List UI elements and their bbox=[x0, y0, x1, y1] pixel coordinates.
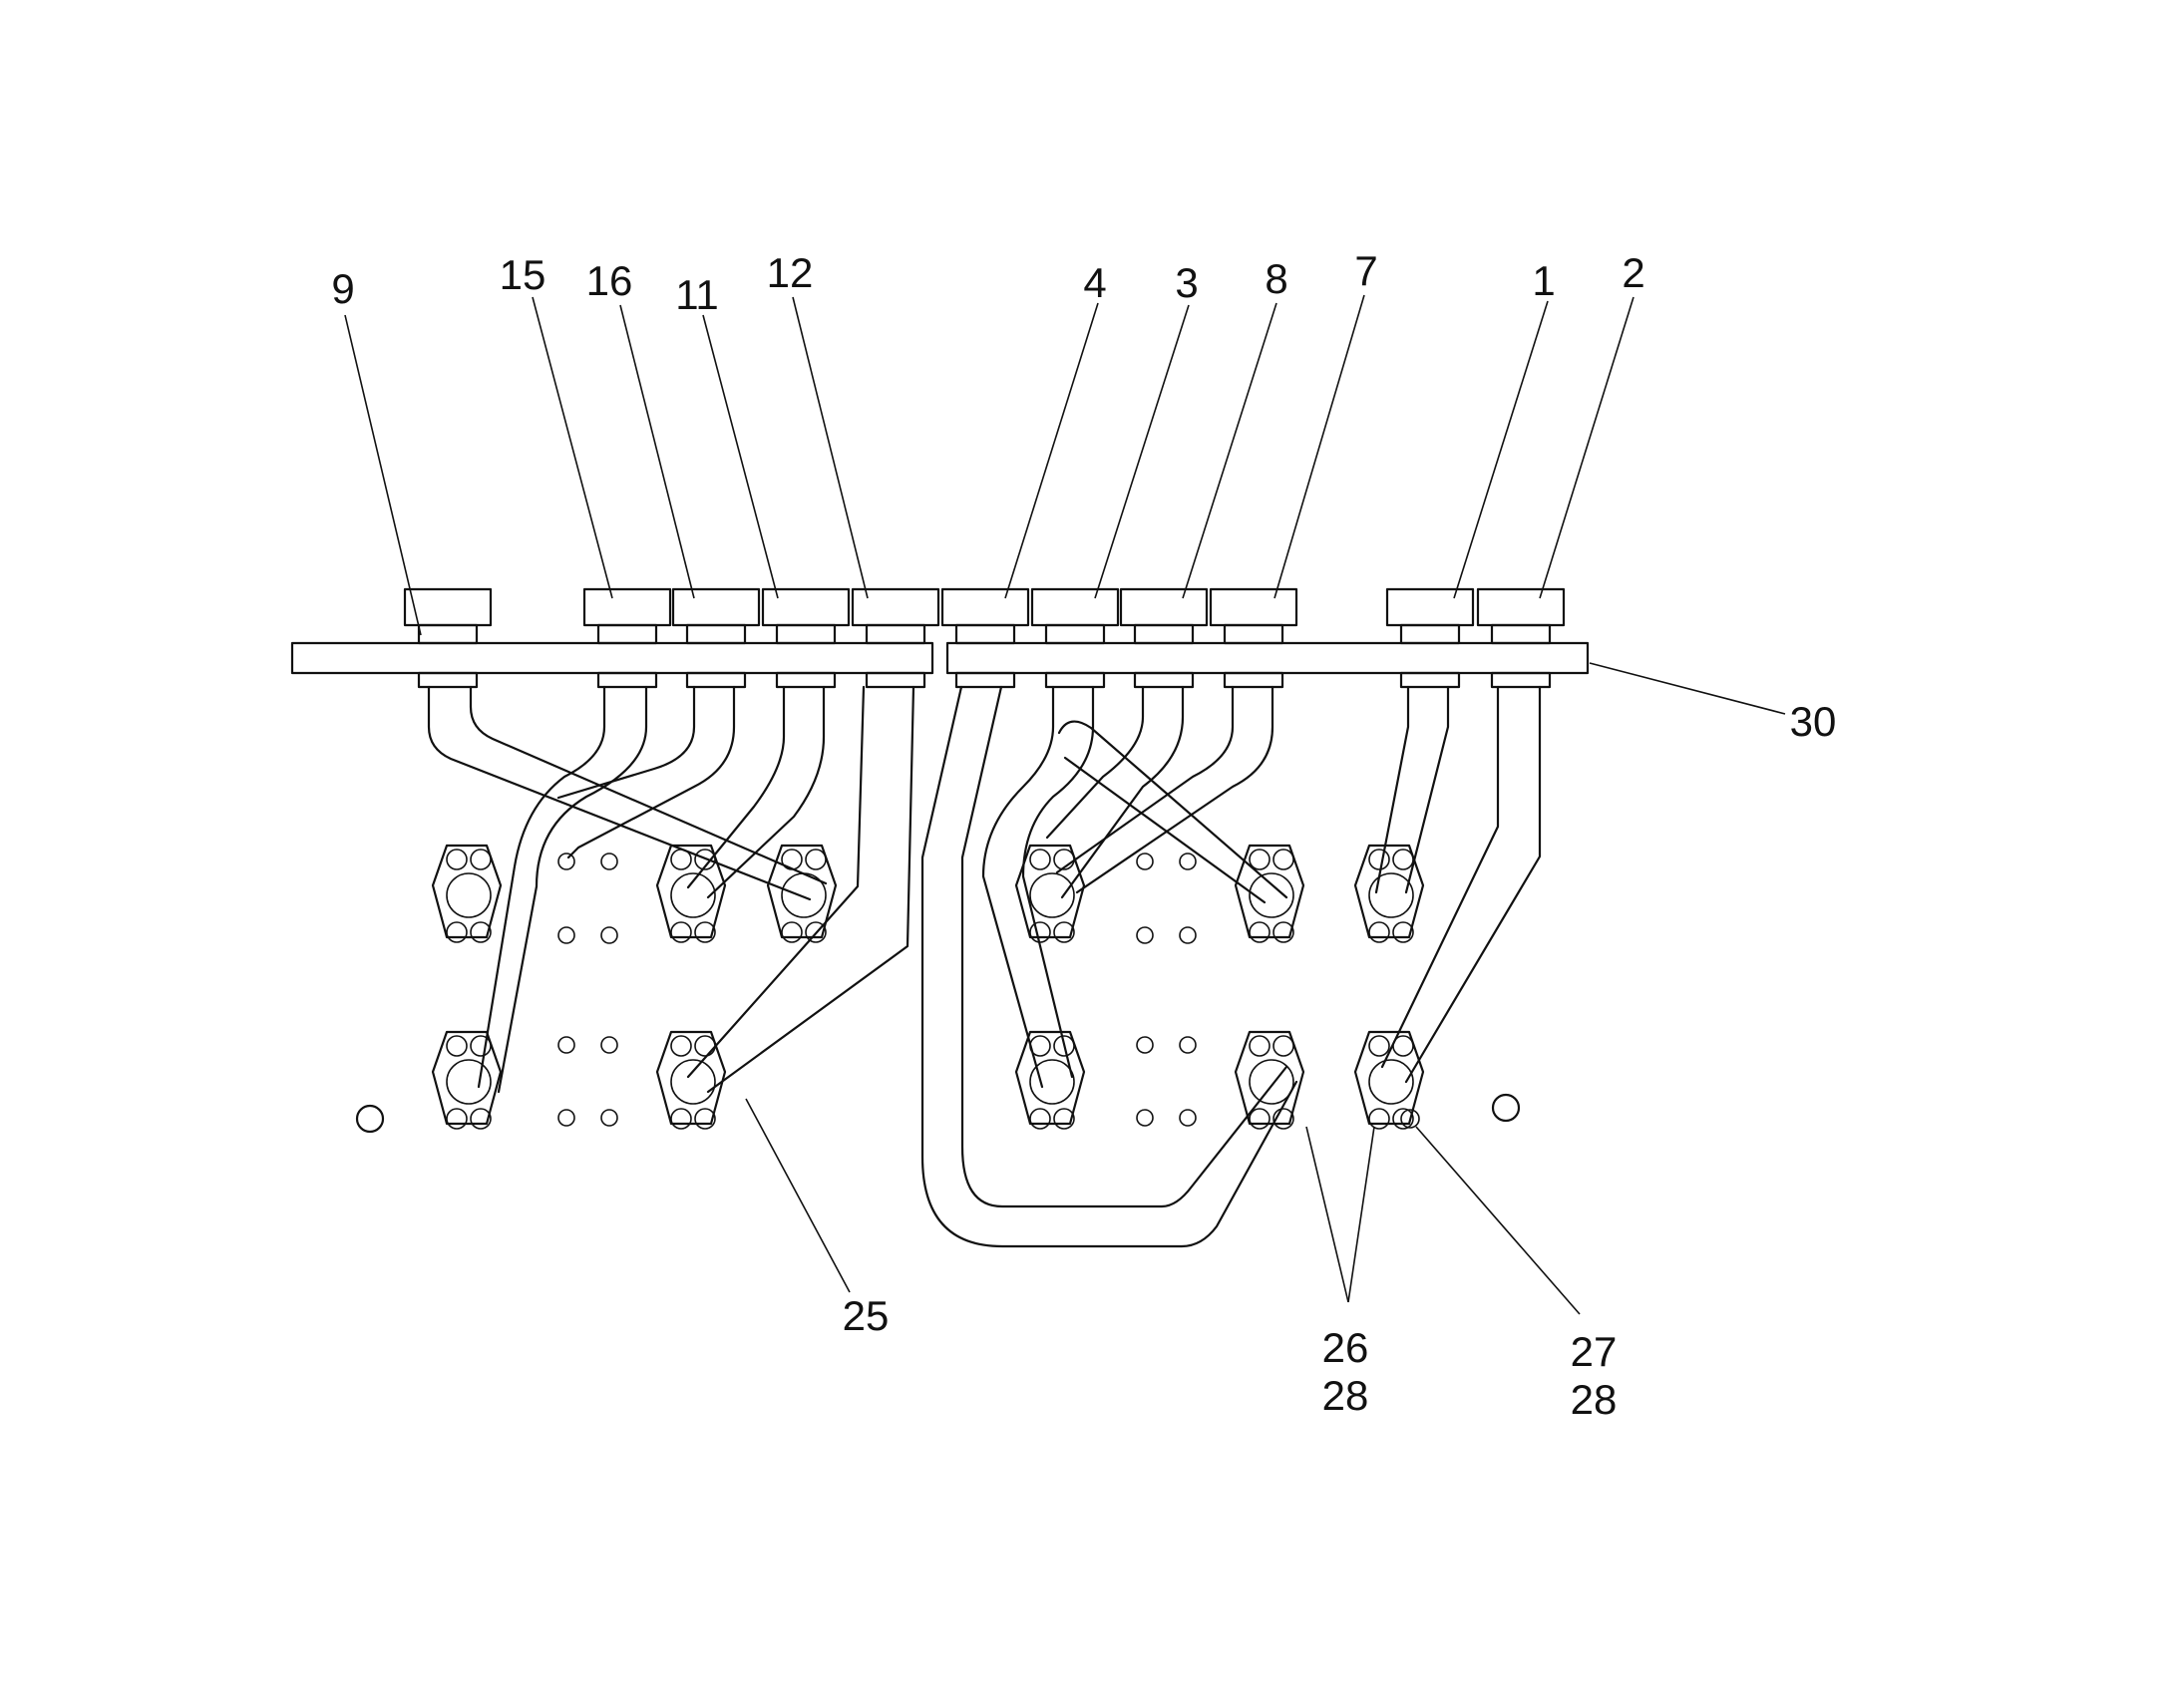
fitting-4 bbox=[940, 587, 1030, 689]
ref-label-4: 4 bbox=[1083, 259, 1106, 306]
ref-label-16: 16 bbox=[586, 257, 633, 304]
ref-label-7: 7 bbox=[1354, 247, 1377, 294]
flange-block bbox=[431, 844, 503, 943]
fitting-11 bbox=[761, 587, 851, 689]
ref-label-9: 9 bbox=[331, 265, 354, 312]
hole-pattern bbox=[355, 853, 1521, 1134]
fitting-16 bbox=[671, 587, 761, 689]
ref-label-15: 15 bbox=[500, 251, 546, 298]
flange-block bbox=[431, 1030, 503, 1130]
ref-label-30: 30 bbox=[1790, 698, 1837, 745]
fittings bbox=[403, 587, 1566, 689]
fitting-8 bbox=[1119, 587, 1209, 689]
fitting-2 bbox=[1476, 587, 1566, 689]
ref-label-27: 27 bbox=[1571, 1328, 1618, 1375]
ref-label-25: 25 bbox=[843, 1292, 890, 1339]
pipes bbox=[427, 685, 1542, 1248]
flange-block bbox=[766, 844, 838, 943]
ref-label-1: 1 bbox=[1532, 257, 1555, 304]
mounting-plate bbox=[290, 641, 1590, 675]
plate-section-right bbox=[945, 641, 1590, 675]
flange-block bbox=[1014, 1030, 1086, 1130]
fitting-12 bbox=[851, 587, 940, 689]
ref-label-3: 3 bbox=[1175, 259, 1198, 306]
ref-label-26: 26 bbox=[1322, 1324, 1369, 1371]
fitting-1 bbox=[1385, 587, 1475, 689]
ref-label-8: 8 bbox=[1265, 255, 1287, 302]
fitting-3 bbox=[1030, 587, 1120, 689]
flange-block bbox=[655, 844, 727, 943]
ref-label-2: 2 bbox=[1622, 249, 1644, 296]
leader-lines bbox=[344, 294, 1786, 1315]
fitting-15 bbox=[582, 587, 672, 689]
flange-block bbox=[1353, 1030, 1425, 1130]
flange-block bbox=[1234, 1030, 1305, 1130]
fitting-7 bbox=[1209, 587, 1298, 689]
flange-block bbox=[1014, 844, 1086, 943]
flange-block bbox=[1353, 844, 1425, 943]
plate-section-left bbox=[290, 641, 934, 675]
fitting-9 bbox=[403, 587, 493, 689]
reference-numerals: 9 15 16 11 12 4 3 8 7 1 2 30 25 26 28 27… bbox=[331, 247, 1836, 1423]
ref-label-11: 11 bbox=[675, 271, 719, 318]
ref-label-12: 12 bbox=[767, 249, 814, 296]
ref-label-28b: 28 bbox=[1571, 1376, 1618, 1423]
flange-block bbox=[1234, 844, 1305, 943]
ref-label-28a: 28 bbox=[1322, 1372, 1369, 1419]
